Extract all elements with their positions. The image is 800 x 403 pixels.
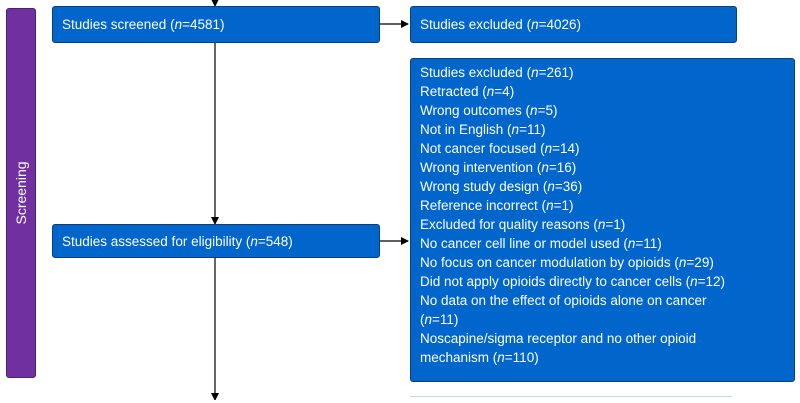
excluded-reason-noscapine-sigma: Noscapine/sigma receptor and no other op… xyxy=(420,331,697,365)
excluded-reason-no-modulation-focus: No focus on cancer modulation by opioids… xyxy=(420,255,714,270)
screening-stage-bar: Screening xyxy=(6,8,36,378)
excluded-reason-not-cancer-focused: Not cancer focused (n=14) xyxy=(420,141,580,156)
screened-text: Studies screened (n=4581) xyxy=(62,17,225,32)
excluded-reason-no-data-alone: No data on the effect of opioids alone o… xyxy=(420,293,707,327)
excluded-reason-not-english: Not in English (n=11) xyxy=(420,122,546,137)
excluded-reason-retracted: Retracted (n=4) xyxy=(420,84,515,99)
excluded-first-box: Studies excluded (n=4026) xyxy=(410,6,737,43)
excluded-reason-wrong-outcomes: Wrong outcomes (n=5) xyxy=(420,103,558,118)
excluded-first-text: Studies excluded (n=4026) xyxy=(420,17,582,32)
assessed-box: Studies assessed for eligibility (n=548) xyxy=(52,224,380,258)
excluded-reason-wrong-intervention: Wrong intervention (n=16) xyxy=(420,160,577,175)
excluded-reason-wrong-study-design: Wrong study design (n=36) xyxy=(420,179,583,194)
excluded-reason-not-applied-directly: Did not apply opioids directly to cancer… xyxy=(420,274,726,289)
excluded-reason-no-cell-line: No cancer cell line or model used (n=11) xyxy=(420,236,662,251)
excluded-reason-quality: Excluded for quality reasons (n=1) xyxy=(420,217,626,232)
excluded-reason-total: Studies excluded (n=261) xyxy=(420,65,574,80)
assessed-text: Studies assessed for eligibility (n=548) xyxy=(62,233,293,249)
next-box-edge xyxy=(410,396,732,403)
excluded-reason-reference-incorrect: Reference incorrect (n=1) xyxy=(420,198,574,213)
excluded-second-box: Studies excluded (n=261) Retracted (n=4)… xyxy=(410,58,795,382)
screened-box: Studies screened (n=4581) xyxy=(52,6,380,43)
